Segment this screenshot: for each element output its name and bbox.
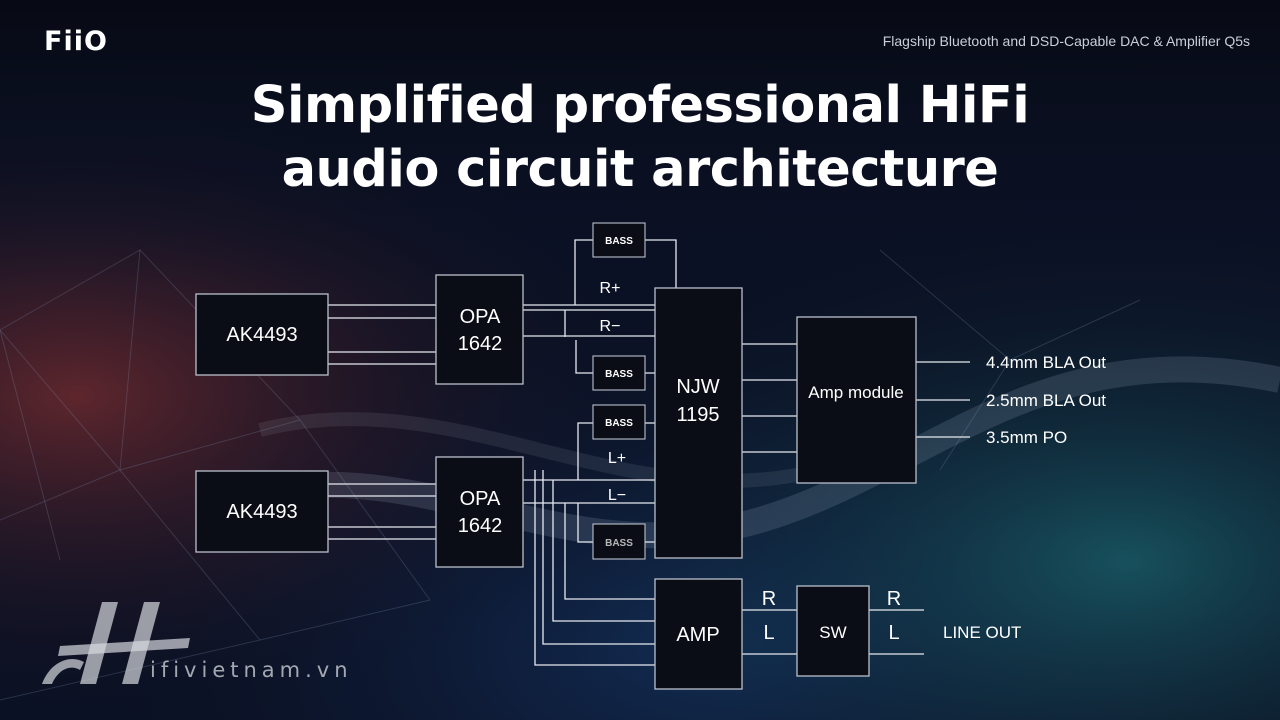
- bass-block-3: [592, 404, 646, 440]
- bass-label-3: BASS: [605, 418, 633, 429]
- dac-bottom-label: AK4493: [226, 501, 297, 523]
- njw-block: [654, 287, 743, 559]
- dac-top-label: AK4493: [226, 324, 297, 346]
- opa-top-block: [435, 274, 524, 385]
- sw-port-l: L: [888, 622, 899, 644]
- opa-bottom-block: [435, 456, 524, 568]
- sw-port-r: R: [887, 588, 901, 610]
- bass-block-4: [592, 523, 646, 560]
- title-line-2: audio circuit architecture: [281, 140, 999, 199]
- bass-label-2: BASS: [605, 369, 633, 380]
- bass-label-1: BASS: [605, 236, 633, 247]
- page-title: Simplified professional HiFi audio circu…: [0, 74, 1280, 202]
- signal-r-minus: R−: [600, 318, 621, 335]
- product-tagline: Flagship Bluetooth and DSD-Capable DAC &…: [882, 33, 1250, 49]
- opa-bottom-label-2: 1642: [458, 515, 503, 537]
- amp-module-label: Amp module: [808, 383, 903, 402]
- bass-block-1: [592, 222, 646, 258]
- watermark-logo: [42, 602, 190, 684]
- bass-block-2: [592, 355, 646, 391]
- signal-l-plus: L+: [608, 450, 626, 467]
- signal-wires: [328, 239, 970, 666]
- njw-label-1: NJW: [676, 376, 719, 398]
- dac-top-block: [195, 293, 329, 376]
- opa-bottom-label-1: OPA: [460, 488, 501, 510]
- bass-label-4: BASS: [605, 538, 633, 549]
- signal-l-minus: L−: [608, 487, 626, 504]
- njw-label-2: 1195: [676, 404, 719, 426]
- watermark-text: ifivietnam.vn: [150, 658, 353, 682]
- sw-block: [796, 585, 870, 677]
- dac-bottom-block: [195, 470, 329, 553]
- sw-label: SW: [819, 623, 846, 642]
- amp-module-block: [796, 316, 917, 484]
- output-2-5mm: 2.5mm BLA Out: [986, 391, 1106, 410]
- signal-r-plus: R+: [600, 280, 621, 297]
- amp-port-r: R: [762, 588, 776, 610]
- amp-port-l: L: [763, 622, 774, 644]
- opa-top-label-2: 1642: [458, 333, 503, 355]
- fiio-logo: FiiO: [44, 26, 108, 57]
- opa-top-label-1: OPA: [460, 306, 501, 328]
- title-line-1: Simplified professional HiFi: [250, 76, 1030, 135]
- output-4-4mm: 4.4mm BLA Out: [986, 353, 1106, 372]
- amp-label: AMP: [676, 624, 719, 646]
- amp-block: [654, 578, 743, 690]
- output-3-5mm: 3.5mm PO: [986, 428, 1067, 447]
- line-out-label: LINE OUT: [943, 623, 1021, 642]
